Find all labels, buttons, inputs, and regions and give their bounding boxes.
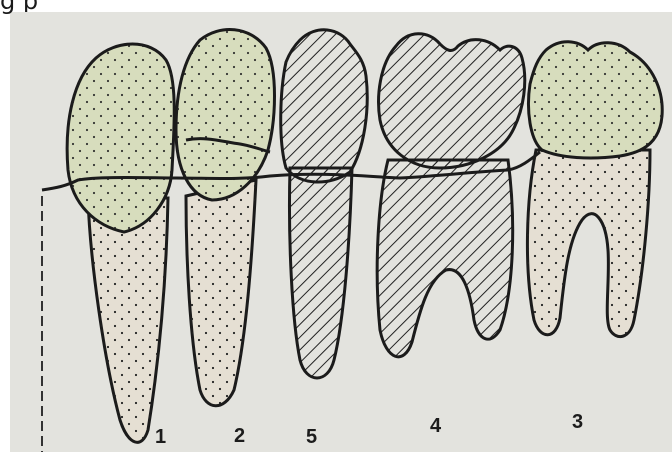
tooth-1	[67, 44, 174, 442]
tooth-5	[281, 30, 367, 378]
tooth-2	[176, 30, 275, 406]
tooth-label-3: 3	[572, 412, 583, 432]
tooth-3	[527, 42, 662, 337]
tooth-4-crown	[379, 34, 525, 168]
tooth-4-root	[377, 160, 512, 357]
tooth-label-4: 4	[430, 416, 441, 436]
tooth-label-2: 2	[234, 426, 245, 446]
tooth-label-1: 1	[155, 427, 166, 447]
tooth-5-crown	[281, 30, 367, 182]
tooth-5-root	[289, 168, 352, 378]
tooth-label-5: 5	[306, 427, 317, 447]
tooth-4	[377, 34, 525, 357]
